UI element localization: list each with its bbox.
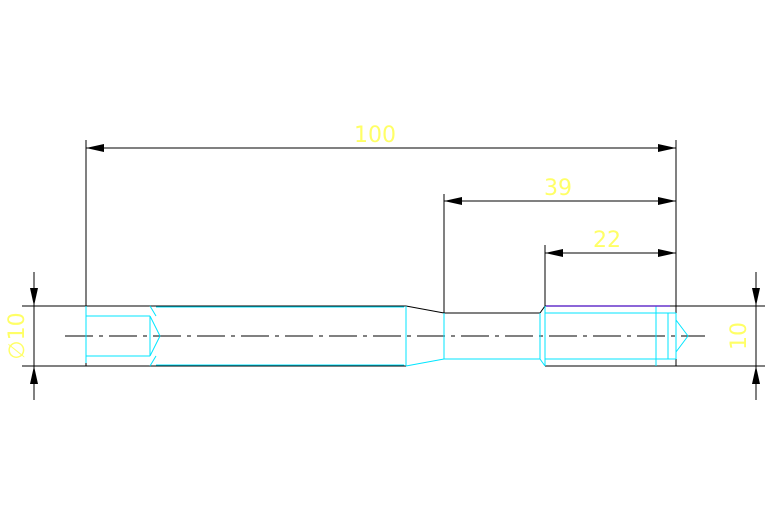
part-detail-lines (85, 305, 689, 367)
dimension-right-height-label: 10 (727, 322, 752, 350)
dimension-100: 100 (86, 123, 676, 152)
dimension-39: 39 (443, 176, 676, 313)
dimension-diameter-left-label: ∅10 (5, 312, 30, 359)
dimension-100-label: 100 (354, 123, 396, 148)
dimension-39-label: 39 (544, 176, 572, 201)
dimension-diameter-left: ∅10 (5, 272, 38, 400)
dimension-22-label: 22 (593, 228, 621, 253)
dimension-right-height: 10 (727, 272, 760, 400)
dimension-22: 22 (544, 228, 676, 306)
